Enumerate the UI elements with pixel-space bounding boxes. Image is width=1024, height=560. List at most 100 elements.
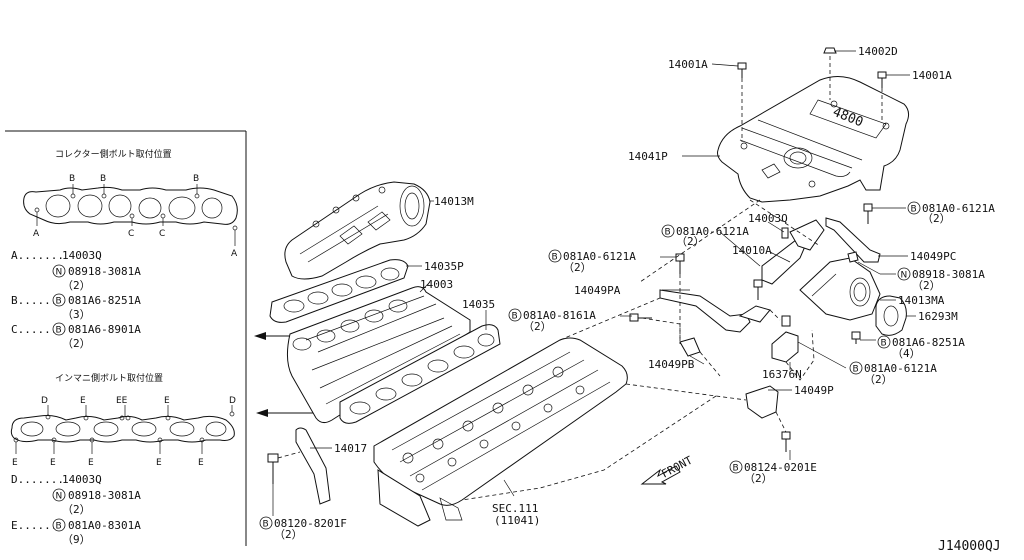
letter-e-bot-2: E xyxy=(50,458,56,468)
legend-row-b-qty: （3） xyxy=(62,308,91,321)
bracket-14049P xyxy=(745,385,779,419)
bolt-icon xyxy=(877,71,887,79)
collector-gasket-drawing xyxy=(23,184,238,246)
front-arrow-icon xyxy=(640,465,681,485)
bolt-icon xyxy=(781,315,791,327)
bolt-icon xyxy=(737,62,747,70)
callout-sec111: SEC.111 xyxy=(492,502,538,515)
letter-e-bot-1: E xyxy=(12,458,18,468)
bolt-symbol-icon xyxy=(52,322,66,336)
bolt-symbol-icon xyxy=(52,518,66,532)
nut-symbol-letter: N xyxy=(56,492,63,502)
callout-14001A-left: 14001A xyxy=(668,58,708,71)
nut-symbol-icon xyxy=(52,488,66,502)
callout-16293M: 16293M xyxy=(918,310,958,323)
bolt-symbol-letter: B xyxy=(665,228,671,238)
letter-c-1: C xyxy=(128,229,134,239)
letter-b-2: B xyxy=(100,174,106,184)
callout-081A0-8161A-qty: （2） xyxy=(523,320,552,333)
legend-panel: コレクター側ボルト取付位置 B B B A xyxy=(5,130,247,546)
letter-e-top-1: E xyxy=(80,396,86,406)
sensor-16376N xyxy=(771,315,799,363)
letter-a-1: A xyxy=(33,229,40,239)
callout-14035: 14035 xyxy=(462,298,495,311)
callout-081A0-6121A-right-qty: （2） xyxy=(922,212,951,225)
bolt-symbol-icon xyxy=(52,293,66,307)
bolt-icon xyxy=(781,431,791,440)
letter-e-bot-4: E xyxy=(156,458,162,468)
gasket-14035P xyxy=(269,259,409,323)
bolt-icon xyxy=(781,227,789,239)
legend-row-a2-part: 08918-3081A xyxy=(68,265,141,278)
callout-14041P: 14041P xyxy=(628,150,668,163)
callout-08918-3081A-qty: （2） xyxy=(912,279,941,292)
callout-081A0-6121A-left-qty: （2） xyxy=(563,261,592,274)
bolt-symbol-letter: B xyxy=(56,326,62,336)
letter-d-2: D xyxy=(229,396,236,406)
letter-d-1: D xyxy=(41,396,48,406)
callout-14049PC: 14049PC xyxy=(910,250,956,263)
callout-081A0-6121A-mid: 081A0-6121A xyxy=(676,225,749,238)
legend-row-b-key: B....... xyxy=(11,294,64,307)
callout-081A0-6121A-mid-qty: （2） xyxy=(676,235,705,248)
arrow-left-icon xyxy=(254,332,266,340)
legend-row-e-qty: （9） xyxy=(62,533,91,546)
legend-row-e-key: E....... xyxy=(11,519,64,532)
callout-14003: 14003 xyxy=(420,278,453,291)
gasket-16293M xyxy=(875,295,907,336)
bolt-symbol-letter: B xyxy=(56,297,62,307)
bolt-symbol-letter: B xyxy=(512,312,518,322)
bolt-symbol-icon xyxy=(907,201,921,215)
callout-14035P: 14035P xyxy=(424,260,464,273)
nut-symbol-letter: N xyxy=(56,268,63,278)
front-indicator: FRONT xyxy=(640,453,695,485)
callout-081A0-8161A: 081A0-8161A xyxy=(523,309,596,322)
letter-e-bot-3: E xyxy=(88,458,94,468)
bolt-icon xyxy=(675,253,685,262)
intake-collector-14013M xyxy=(284,181,431,280)
legend-row-c-part: 081A6-8901A xyxy=(68,323,141,336)
callout-14017: 14017 xyxy=(334,442,367,455)
bolt-icon xyxy=(851,331,861,340)
bracket-14049PA xyxy=(659,289,771,333)
legend-row-c-key: C....... xyxy=(11,323,64,336)
bolt-symbol-letter: B xyxy=(733,464,739,474)
callouts: 14001A 14002D 14001A 14041P B 081A0-6121… xyxy=(259,45,1001,554)
bracket-14049PC xyxy=(825,217,881,263)
callout-081A0-6121A-right: 081A0-6121A xyxy=(922,202,995,215)
legend-row-a-part: 14003Q xyxy=(62,249,102,262)
bolt-symbol-icon xyxy=(508,308,522,322)
bolts-right xyxy=(629,203,873,452)
arrow-left-icon xyxy=(256,409,268,417)
callout-08918-3081A: 08918-3081A xyxy=(912,268,985,281)
bolt-icon xyxy=(267,453,279,463)
nut-symbol-letter: N xyxy=(901,271,908,281)
throttle-body-14013MA xyxy=(799,257,881,321)
letter-c-2: C xyxy=(159,229,165,239)
nut-symbol-icon xyxy=(52,264,66,278)
intake-manifold-14003 xyxy=(286,286,471,424)
legend-row-d2-qty: （2） xyxy=(62,503,91,516)
legend-intake-title: インマニ側ボルト取付位置 xyxy=(55,372,163,384)
callout-08124-0201E-qty: （2） xyxy=(744,472,773,485)
bolt-symbol-icon xyxy=(259,516,273,530)
callout-14010A: 14010A xyxy=(732,244,772,257)
bracket-14017 xyxy=(267,427,331,505)
callout-14002D: 14002D xyxy=(858,45,898,58)
bolt-symbol-letter: B xyxy=(56,522,62,532)
engine-cover-14041P: 4800 xyxy=(717,76,910,203)
bolt-symbol-letter: B xyxy=(911,205,917,215)
bolt-symbol-icon xyxy=(877,335,891,349)
callout-081A0-6121A-left: 081A0-6121A xyxy=(563,250,636,263)
callout-08120-8201F: 08120-8201F xyxy=(274,517,347,530)
bracket-14049PB xyxy=(679,337,701,357)
bolt-symbol-icon xyxy=(849,361,863,375)
front-label: FRONT xyxy=(659,453,695,480)
bolt-symbol-icon xyxy=(661,224,675,238)
letter-e-bot-5: E xyxy=(198,458,204,468)
intake-gasket-drawing xyxy=(10,405,235,454)
legend-collector-title: コレクター側ボルト取付位置 xyxy=(55,148,172,160)
bolt-icon xyxy=(863,203,873,212)
callout-14049PA: 14049PA xyxy=(574,284,621,297)
legend-row-b-part: 081A6-8251A xyxy=(68,294,141,307)
